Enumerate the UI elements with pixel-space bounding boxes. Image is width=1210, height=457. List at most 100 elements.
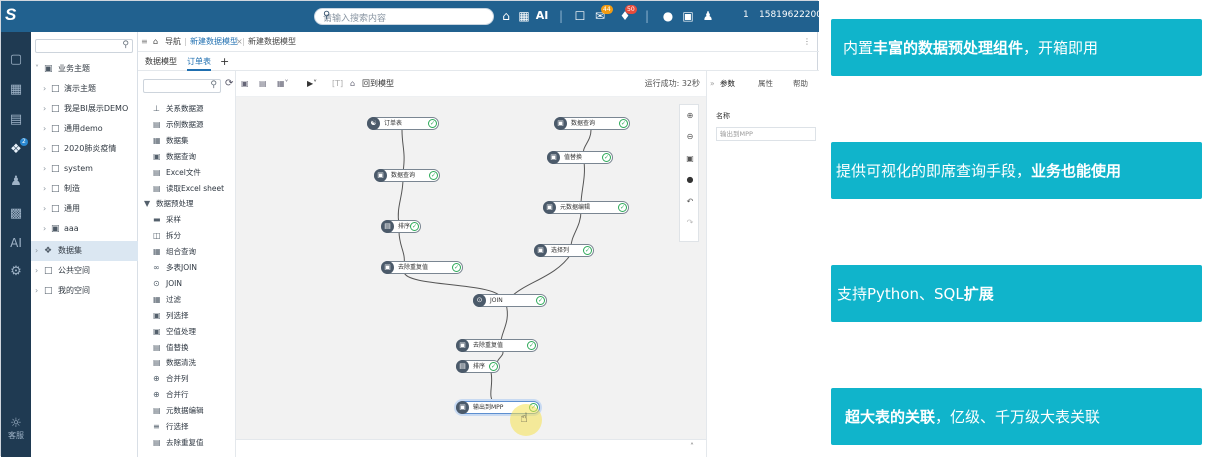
flow-node[interactable]: ▤排序✓	[456, 360, 500, 373]
settings-icon[interactable]: ⚙	[10, 264, 22, 279]
component-icon: ▣	[153, 310, 161, 320]
tree-search-input[interactable]: ⚲	[35, 39, 133, 53]
flow-node[interactable]: ▣数据查询✓	[554, 117, 630, 130]
flow-node[interactable]: ▣值替换✓	[547, 151, 613, 164]
tree-item[interactable]: ›□通用demo	[43, 124, 103, 134]
customer-service-icon[interactable]: ☼	[10, 416, 22, 431]
zoom-in-icon[interactable]: ⊕	[686, 111, 694, 120]
component-search-input[interactable]: ⚲	[143, 79, 221, 93]
flow-canvas[interactable]: ☯订单表✓▣数据查询✓▤排序✓▣去除重复值✓▣数据查询✓▣值替换✓▣元数据编辑✓…	[236, 97, 706, 439]
node-icon: ▣	[547, 151, 560, 164]
flow-node[interactable]: ▣去除重复值✓	[456, 339, 538, 352]
component-icon: ▤	[153, 183, 161, 193]
tree-item-selected[interactable]: ›❖数据集	[31, 241, 138, 261]
search-icon[interactable]: ⚲	[122, 40, 129, 50]
users-icon[interactable]: ♟	[10, 174, 22, 189]
node-label: 值替换	[564, 154, 583, 161]
locate-icon[interactable]: ●	[686, 175, 694, 184]
breadcrumb-tab[interactable]: 新建数据模型	[248, 37, 296, 46]
zoom-out-icon[interactable]: ⊖	[686, 132, 694, 141]
tab-params[interactable]: 参数	[720, 79, 735, 88]
tree-item[interactable]: ˅▣业务主题	[35, 64, 90, 74]
tree-item[interactable]: ›□system	[43, 164, 93, 174]
component-label: 数据清洗	[166, 358, 196, 368]
theme-icon[interactable]: ●	[662, 9, 674, 23]
more-icon[interactable]: ⋮	[803, 37, 811, 46]
tab-help[interactable]: 帮助	[793, 79, 808, 88]
node-icon: ▣	[456, 339, 469, 352]
component-label: 关系数据源	[166, 104, 204, 113]
component-icon: ▣	[153, 151, 161, 161]
flow-node[interactable]: ▣元数据编辑✓	[543, 201, 629, 214]
global-search-input[interactable]: 请输入搜索内容 ⚲	[314, 8, 494, 25]
tree-item[interactable]: ›□制造	[43, 184, 80, 194]
save-as-icon[interactable]: ▤	[259, 79, 267, 88]
message-icon[interactable]: ✉	[594, 9, 606, 23]
fit-icon[interactable]: ▣	[686, 154, 694, 163]
save-icon[interactable]: ▣	[241, 79, 249, 88]
refresh-icon[interactable]: ⟳	[225, 78, 234, 89]
back-icon[interactable]: ⌂	[350, 79, 356, 88]
component-icon: ◫	[153, 231, 161, 241]
flow-node[interactable]: ⊙JOIN✓	[473, 294, 547, 307]
user-icon[interactable]: ♟	[702, 9, 714, 23]
tree-item[interactable]: ›□我是BI展示DEMO	[43, 104, 129, 114]
success-check-icon: ✓	[618, 203, 627, 212]
sql-icon[interactable]: [T]	[332, 79, 344, 88]
menu-toggle-icon[interactable]: ≡	[141, 37, 148, 46]
component-icon: ⊙	[153, 278, 160, 288]
component-label: 空值处理	[166, 326, 196, 336]
edge	[580, 161, 585, 205]
tree-item[interactable]: ›□演示主题	[43, 84, 96, 94]
component-label: 合并列	[166, 374, 189, 384]
search-icon[interactable]: ⚲	[323, 10, 331, 21]
flow-node[interactable]: ☯订单表✓	[367, 117, 439, 130]
flow-node[interactable]: ▣数据查询✓	[374, 169, 440, 182]
search-icon[interactable]: ⚲	[210, 80, 217, 90]
properties-panel: » 参数 属性 帮助 名称 输出到MPP	[706, 71, 819, 457]
home-icon[interactable]: ⌂	[502, 9, 510, 23]
user-account[interactable]: 15819622200	[759, 10, 822, 20]
name-field[interactable]: 输出到MPP	[716, 127, 816, 141]
copy-icon[interactable]: ▦˅	[277, 79, 289, 88]
monitor-icon[interactable]: ▢	[9, 52, 23, 67]
separator: |	[184, 37, 187, 46]
report-icon[interactable]: ▤	[9, 112, 23, 127]
undo-icon[interactable]: ↶	[686, 197, 694, 206]
close-icon[interactable]: ×	[236, 37, 243, 46]
tab-order-table[interactable]: 订单表	[187, 52, 211, 71]
expand-icon[interactable]: »	[710, 79, 715, 88]
data-model-icon[interactable]: ❖	[10, 142, 22, 157]
home-icon[interactable]: ⌂	[153, 37, 159, 46]
card-text-post: ，开箱即用	[1023, 38, 1099, 57]
collapse-icon[interactable]: ˄	[690, 442, 694, 451]
tree-item[interactable]: ›□公共空间	[35, 266, 90, 276]
tab-data-model[interactable]: 数据模型	[145, 57, 177, 66]
lock-icon[interactable]: ☐	[574, 9, 586, 23]
tree-item[interactable]: ›□2020肺炎疫情	[43, 144, 117, 154]
add-tab-button[interactable]: +	[220, 55, 230, 68]
breadcrumb-tab-active[interactable]: 新建数据模型	[190, 37, 238, 46]
flow-node[interactable]: ▣去除重复值✓	[381, 261, 463, 274]
ai-nav[interactable]: AI	[10, 236, 22, 250]
tree-item[interactable]: ›□通用	[43, 204, 80, 214]
rail-badge: 2	[20, 138, 28, 146]
flow-node[interactable]: ▤排序✓	[381, 220, 421, 233]
grid-icon[interactable]: ▦	[9, 82, 23, 97]
node-icon: ▣	[534, 244, 547, 257]
success-check-icon: ✓	[583, 246, 592, 255]
tree-item[interactable]: ›□我的空间	[35, 286, 90, 296]
clipboard-icon[interactable]: ▣	[682, 9, 694, 23]
back-to-model-button[interactable]: 回到模型	[362, 79, 394, 88]
node-label: 选择列	[551, 247, 570, 254]
dashboard-icon[interactable]: ▦	[518, 9, 530, 23]
tab-attributes[interactable]: 属性	[758, 79, 773, 88]
tree-item[interactable]: ›▣aaa	[43, 224, 79, 234]
bell-icon[interactable]: ♦	[619, 9, 631, 23]
flow-node[interactable]: ▣ 选择列 ✓	[534, 244, 594, 257]
run-icon[interactable]: ▶˅	[307, 79, 318, 88]
ai-button[interactable]: AI	[535, 9, 549, 22]
chart-icon[interactable]: ▩	[9, 206, 23, 221]
redo-icon[interactable]: ↷	[686, 218, 694, 227]
breadcrumb-nav[interactable]: 导航	[165, 37, 181, 46]
